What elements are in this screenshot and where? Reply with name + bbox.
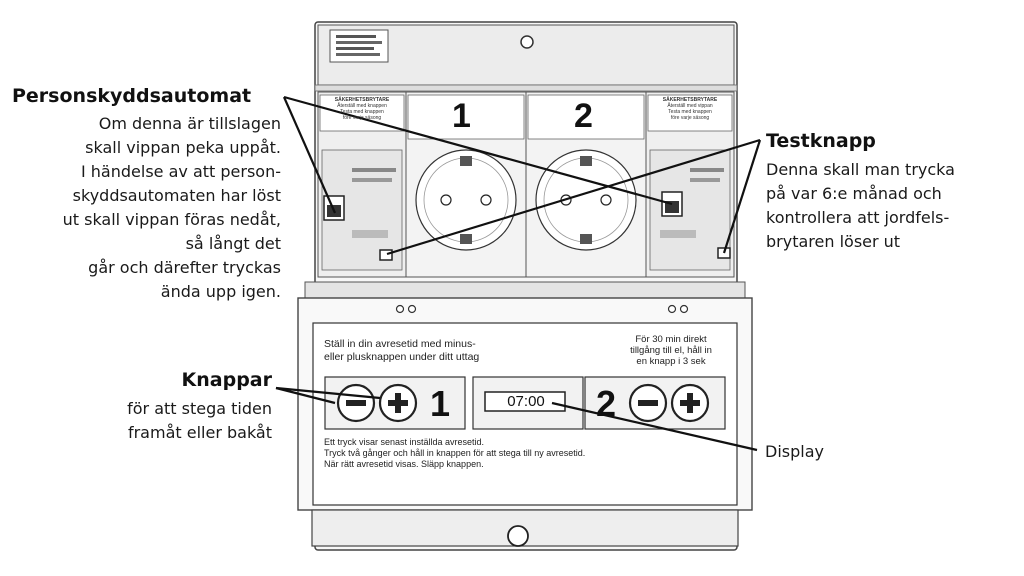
testknapp-description: Denna skall man trycka på var 6:e månad … bbox=[766, 160, 955, 251]
personskydd-title: Personskyddsautomat bbox=[12, 85, 252, 107]
right-breaker-text: SÄKERHETSBRYTARE Återställ med vippan Te… bbox=[662, 97, 718, 121]
testknapp-title: Testknapp bbox=[766, 130, 876, 152]
left-breaker-label bbox=[319, 94, 405, 132]
outlet-2-label: 2 bbox=[596, 383, 617, 424]
knappar-description: för att stega tiden framåt eller bakåt bbox=[127, 399, 272, 442]
panel-instruction: Ställ in din avresetid med minus- eller … bbox=[324, 338, 480, 363]
display-value: 07:00 bbox=[507, 393, 545, 410]
rating-label bbox=[329, 29, 389, 63]
socket-2-number: 2 bbox=[574, 97, 593, 135]
outlet-1-label: 1 bbox=[430, 383, 451, 424]
left-test-button[interactable] bbox=[379, 249, 393, 261]
personskydd-description: Om denna är tillslagen skall vippan peka… bbox=[62, 114, 281, 301]
top-mount-hole bbox=[520, 35, 534, 49]
socket-2 bbox=[535, 149, 637, 251]
socket-1 bbox=[415, 149, 517, 251]
callout-lines bbox=[275, 95, 762, 452]
right-breaker-label bbox=[647, 94, 733, 132]
display-label: Display bbox=[765, 442, 824, 461]
panel-bottom-instructions: Ett tryck visar senast inställda avreset… bbox=[324, 437, 586, 469]
socket-1-number: 1 bbox=[452, 97, 471, 135]
bottom-mount-hole bbox=[507, 525, 529, 547]
left-breaker-text: SÄKERHETSBRYTARE Återställ med knappen T… bbox=[334, 97, 390, 121]
timer-display bbox=[484, 391, 566, 412]
panel-direct-access: För 30 min direkt tillgång till el, håll… bbox=[630, 334, 712, 367]
knappar-title: Knappar bbox=[181, 369, 272, 391]
